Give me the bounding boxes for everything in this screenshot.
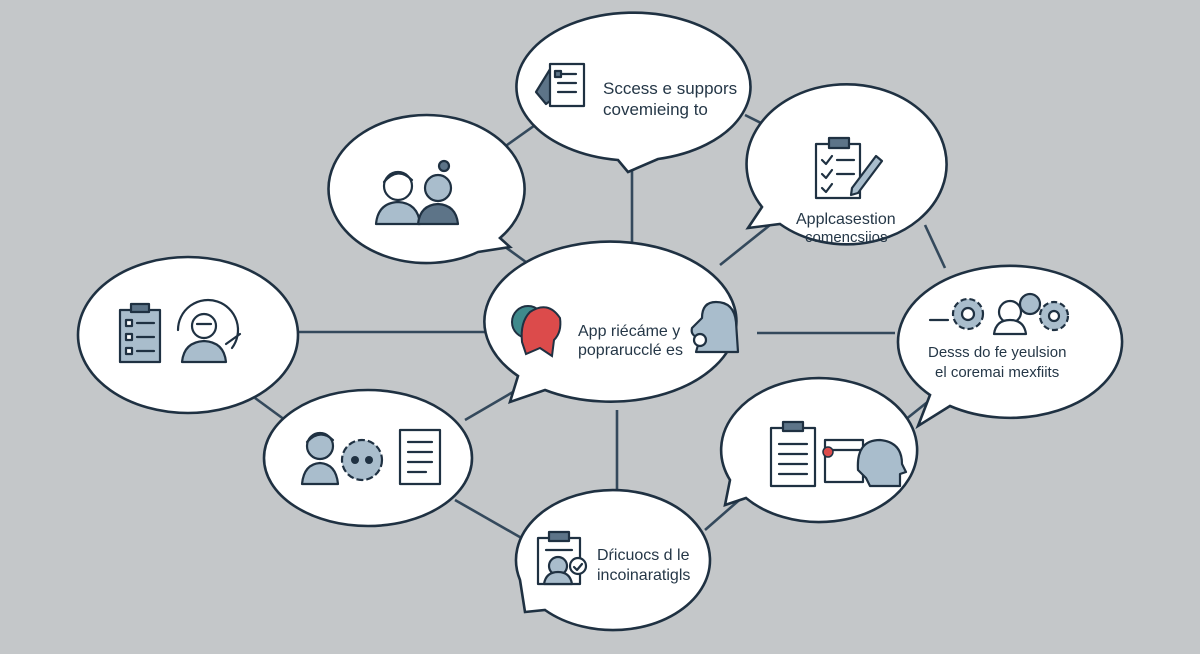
bubble-bottom-line1: Dŕicuocs d le <box>597 547 690 564</box>
bubble-bottom-line2: incoinaratigls <box>597 567 690 584</box>
bubble-lower-left <box>262 388 474 528</box>
id-card-icon <box>536 530 588 586</box>
clipboard-pencil-icon <box>814 136 884 200</box>
connector-lower-left-bottom <box>454 498 526 542</box>
gears-and-people-icon <box>928 292 1070 336</box>
connector-upper-right <box>719 223 771 267</box>
bubble-upper-left <box>327 113 526 265</box>
bubble-center-line1: App riécáme y <box>578 323 680 340</box>
bubble-center: App riécáme y poprarucclé es <box>483 240 740 405</box>
red-marker-dot <box>822 446 834 458</box>
two-people-icon <box>374 159 460 226</box>
connector-left-lower-left <box>254 396 286 422</box>
bubble-lower-right <box>719 376 919 524</box>
bubble-bottom: Dŕicuocs d le incoinaratigls <box>514 488 712 632</box>
bubble-upper-right: Applcasestion comencsiios <box>745 82 948 246</box>
bubble-right-line1: Desss do fe yeulsion <box>928 344 1066 361</box>
bubble-upper-right-line1: Applcasestion <box>796 211 896 228</box>
form-and-person-icon <box>118 298 242 364</box>
connector-upper-right-right <box>923 224 947 269</box>
document-checklist-icon <box>534 62 586 108</box>
bubble-top-line1: Sccess e suppors <box>603 79 737 98</box>
bubble-right: Desss do fe yeulsion el coremai mexfiits <box>896 264 1124 430</box>
red-head-shape <box>520 306 562 358</box>
bubble-left <box>76 255 300 415</box>
bubble-center-line2: poprarucclé es <box>578 342 683 359</box>
thinking-person-icon <box>690 300 740 354</box>
bubble-right-line2: el coremai mexfiits <box>935 364 1059 381</box>
bubble-top-line2: covemieing to <box>603 100 708 119</box>
bubble-top: Sccess e suppors covemieing to <box>515 11 752 174</box>
bubble-upper-right-line2: comencsiios <box>805 229 888 246</box>
person-gear-document-icon <box>300 428 442 486</box>
speech-heads-icon <box>511 305 562 358</box>
clipboard-calendar-head-icon <box>769 420 908 488</box>
